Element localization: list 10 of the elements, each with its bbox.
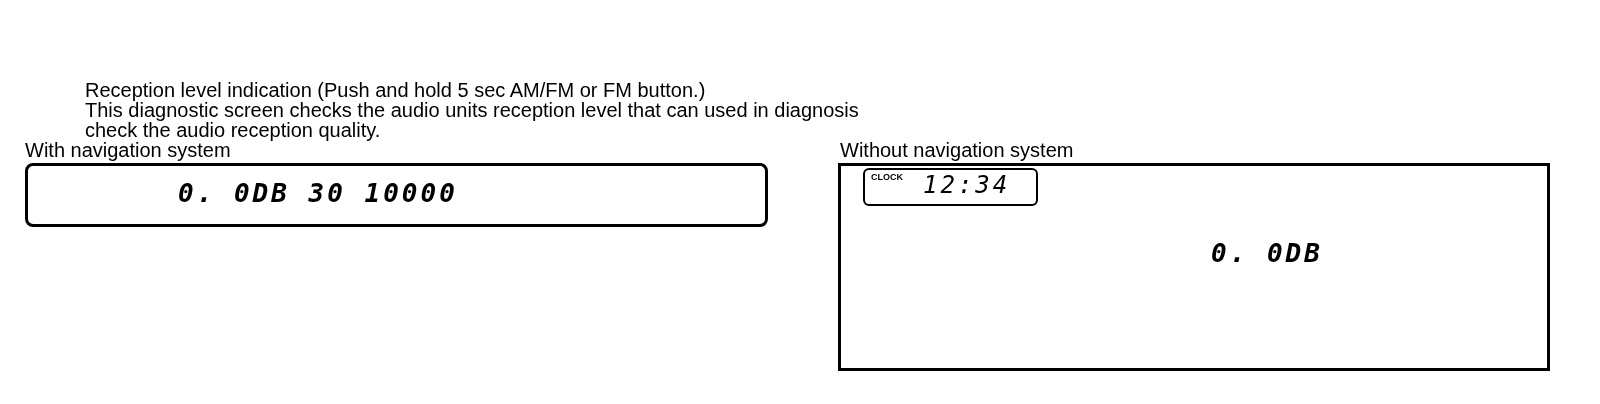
display-screen [25, 163, 768, 227]
screen-caption: Without navigation system [840, 140, 1074, 160]
clock-caption: CLOCK [871, 172, 903, 182]
clock-display [863, 168, 1038, 206]
clock-readout: 12:34 [923, 171, 1011, 199]
display-readout: 0. 0DB 30 10000 [178, 178, 458, 208]
screen-caption: With navigation system [25, 140, 231, 160]
display-readout: 0. 0DB [1211, 238, 1323, 268]
description-text: This diagnostic screen checks the audio units reception level that can used in diagnosis check the audio reception quality. [85, 100, 860, 140]
display-screen [838, 163, 1550, 371]
